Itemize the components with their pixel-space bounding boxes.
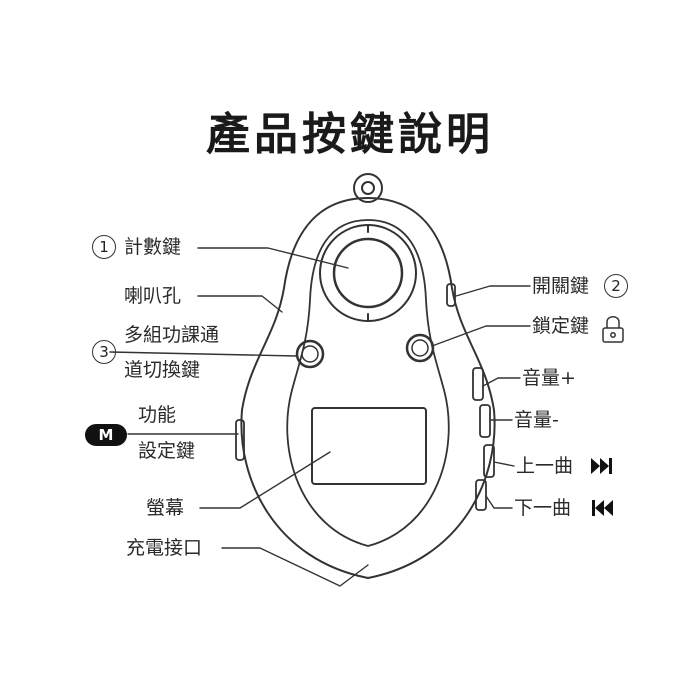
- lock-key-button: [405, 333, 435, 363]
- page-title: 產品按鍵說明: [206, 109, 494, 160]
- lock-icon: [602, 316, 624, 343]
- label-lock-key: 鎖定鍵: [532, 315, 590, 337]
- leader-screen: [199, 451, 331, 509]
- label-channel-switch-line1: 多組功課通: [124, 324, 220, 346]
- marker-one: 1: [92, 235, 116, 259]
- leader-channel-switch: [109, 351, 297, 357]
- leader-next-track: [485, 495, 513, 509]
- leader-prev-track: [493, 461, 515, 467]
- label-channel-switch-line2: 道切換鍵: [124, 359, 201, 381]
- leader-lock-key: [431, 325, 531, 347]
- fast-forward-icon: [591, 458, 612, 474]
- keychain-hole: [361, 181, 375, 195]
- label-count-key: 計數鍵: [124, 236, 182, 258]
- volume-up-side-button: [472, 367, 484, 401]
- marker-m: M: [85, 424, 127, 446]
- leader-power-key: [455, 285, 531, 297]
- volume-down-side-button: [479, 404, 491, 438]
- next-track-side-button: [475, 479, 487, 511]
- marker-two: 2: [604, 274, 628, 298]
- leader-charging-port: [221, 547, 369, 587]
- screen-display: [311, 407, 427, 485]
- channel-switch-button: [295, 339, 325, 369]
- leader-count-key: [197, 247, 349, 269]
- function-side-button: [235, 419, 245, 461]
- label-charging-port: 充電接口: [126, 537, 203, 559]
- marker-three: 3: [92, 340, 116, 364]
- label-function-line1: 功能: [138, 404, 177, 426]
- label-prev-track: 上一曲: [516, 455, 574, 477]
- label-speaker-hole: 喇叭孔: [124, 285, 182, 307]
- leader-speaker-hole: [197, 295, 283, 313]
- label-power-key: 開關鍵: [532, 275, 590, 297]
- label-function-line2: 設定鍵: [138, 440, 196, 462]
- keychain-ring: [353, 173, 383, 203]
- leader-volume-up: [482, 377, 521, 387]
- device-inner-panel: [286, 219, 450, 547]
- prev-track-side-button: [483, 444, 495, 478]
- label-screen: 螢幕: [146, 497, 185, 519]
- device-outer-body: [240, 197, 496, 579]
- rewind-icon: [592, 500, 613, 516]
- count-key-button: [332, 237, 404, 309]
- label-volume-down: 音量-: [514, 409, 559, 431]
- label-next-track: 下一曲: [514, 497, 572, 519]
- label-volume-up: 音量+: [522, 367, 576, 389]
- power-side-button: [446, 283, 456, 307]
